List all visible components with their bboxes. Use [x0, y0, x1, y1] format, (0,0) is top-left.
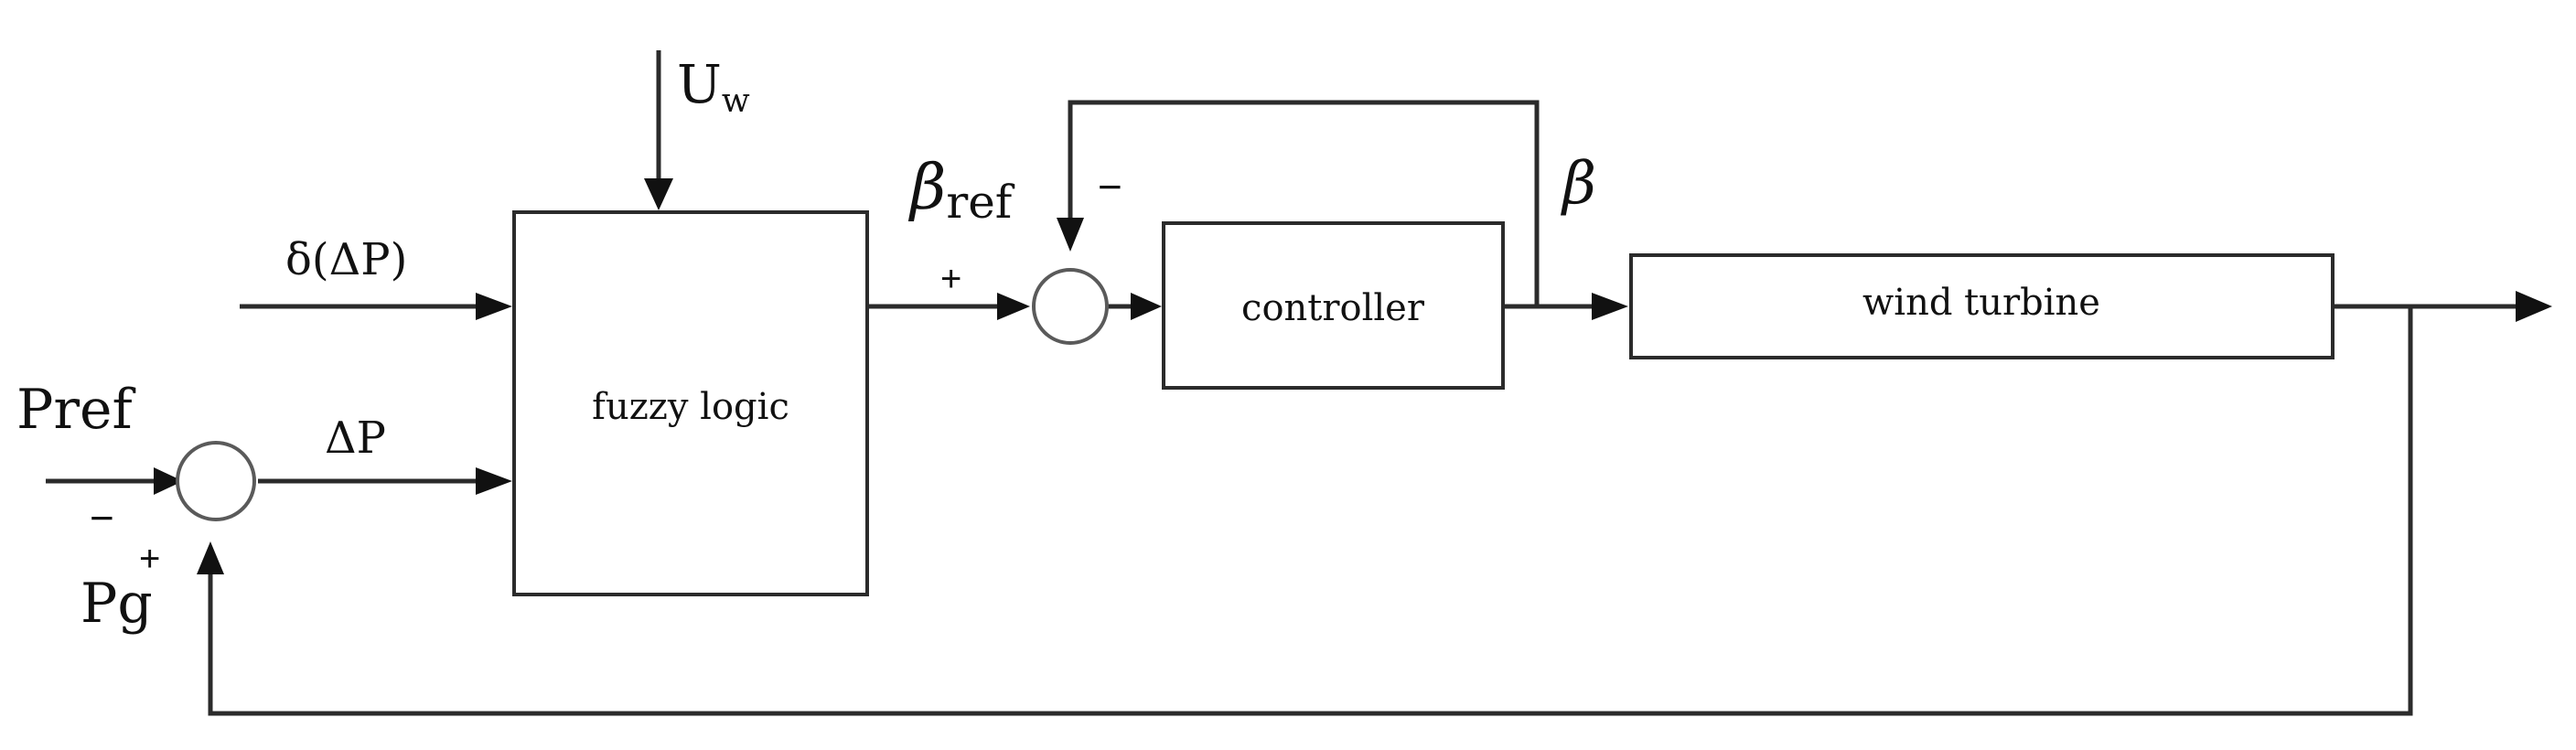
sum2-out-arrow	[1131, 293, 1162, 320]
wind-turbine-block	[1629, 253, 2334, 359]
pref-label: Pref	[16, 378, 136, 442]
ddp-arrow	[476, 293, 512, 320]
wind-turbine-label: wind turbine	[1862, 282, 2100, 324]
sum2-plus-sign: +	[940, 259, 961, 299]
output-arrow	[2516, 291, 2552, 322]
controller-block	[1162, 221, 1505, 390]
uw-arrow	[644, 178, 673, 210]
pg-label: Pg	[80, 572, 153, 636]
beta-ref-label-main: β	[907, 152, 946, 224]
pg-feedback-arrow	[197, 541, 224, 574]
sum-junction-power	[176, 441, 256, 521]
beta-feedback-line	[1068, 100, 1540, 306]
controller-out-arrow	[1592, 293, 1628, 320]
beta-ref-arrow	[997, 293, 1030, 320]
beta-feedback-arrow	[1057, 218, 1084, 252]
beta-ref-label: βref	[907, 152, 1015, 229]
fuzzy-logic-label: fuzzy logic	[592, 386, 789, 428]
pref-arrow	[154, 467, 183, 495]
uw-label-main: U	[677, 53, 722, 115]
sum1-plus-sign: +	[139, 539, 160, 579]
beta-ref-label-sub: ref	[946, 176, 1014, 229]
delta-p-arrow	[476, 467, 512, 495]
controller-label: controller	[1241, 287, 1425, 329]
fuzzy-logic-block	[512, 210, 869, 596]
pg-feedback-line	[208, 306, 2413, 716]
uw-label-sub: w	[722, 82, 750, 120]
sum-junction-pitch	[1032, 268, 1109, 345]
uw-label: Uw	[677, 53, 750, 120]
sum2-minus-sign: −	[1098, 163, 1122, 210]
ddp-label: δ(ΔP)	[285, 234, 407, 285]
sum1-minus-sign: −	[90, 494, 114, 541]
beta-label: β	[1561, 150, 1596, 218]
delta-p-label: ΔP	[325, 412, 386, 464]
